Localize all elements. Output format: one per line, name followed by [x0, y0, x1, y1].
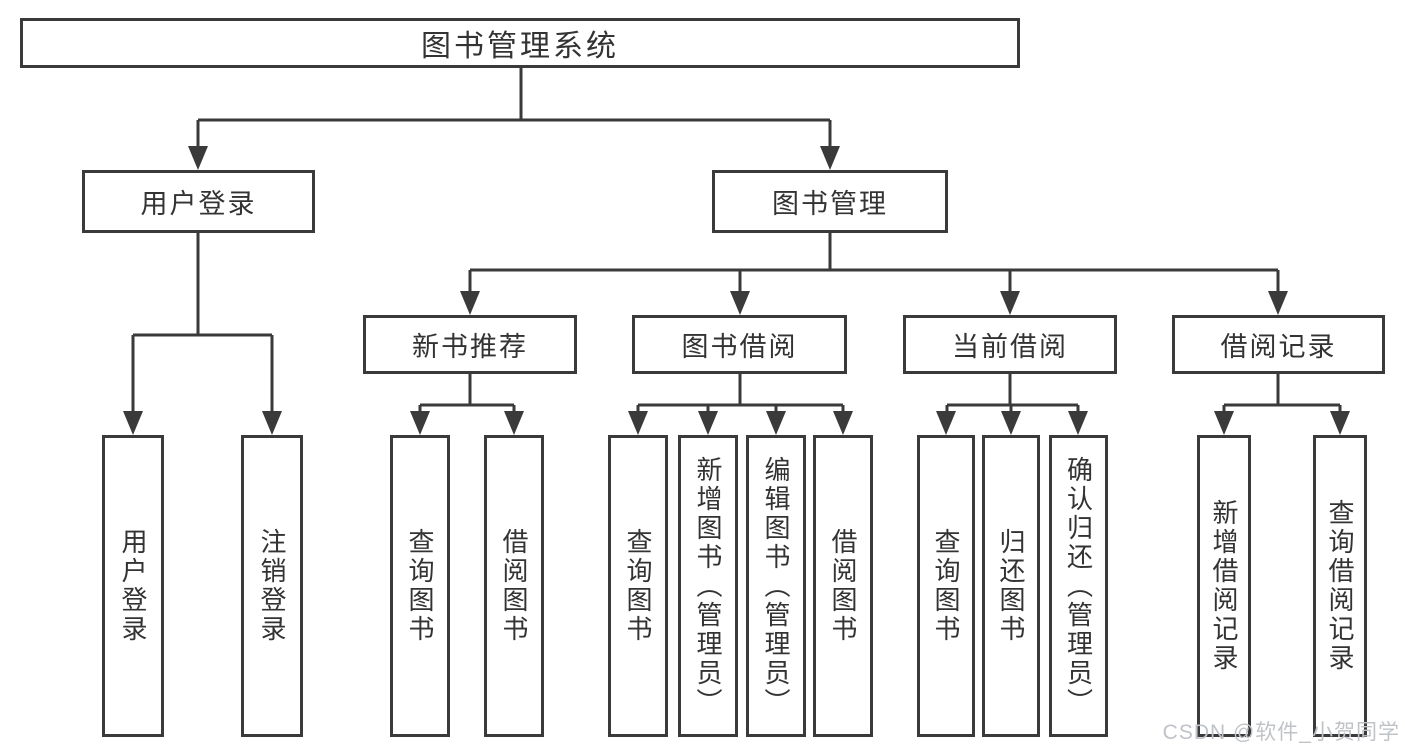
node-book-borrowing: 图书借阅 [632, 315, 847, 374]
arrow-down-icon [1214, 411, 1234, 435]
arrow-down-icon [1068, 411, 1088, 435]
arrow-down-icon [1268, 291, 1288, 315]
arrow-down-icon [833, 411, 853, 435]
leaf-return-books: 归还图书 [982, 435, 1040, 737]
node-new-book-recommendation: 新书推荐 [363, 315, 577, 374]
arrow-down-icon [1001, 411, 1021, 435]
node-book-management: 图书管理 [712, 170, 948, 233]
csdn-watermark: CSDN @软件_小贺同学 [1162, 721, 1400, 744]
arrow-down-icon [410, 411, 430, 435]
node-current-borrowing: 当前借阅 [903, 315, 1117, 374]
leaf-query-borrow-record: 查询借阅记录 [1313, 435, 1367, 737]
leaf-add-borrow-record: 新增借阅记录 [1197, 435, 1251, 737]
leaf-edit-books-admin: 编辑图书（管理员） [746, 435, 806, 737]
leaf-borrow-books: 借阅图书 [813, 435, 873, 737]
arrow-down-icon [820, 146, 840, 170]
node-book-management-system: 图书管理系统 [20, 18, 1020, 68]
arrow-down-icon [730, 291, 750, 315]
leaf-borrow-books-recommend: 借阅图书 [484, 435, 544, 737]
arrow-down-icon [1000, 291, 1020, 315]
arrow-down-icon [460, 291, 480, 315]
arrow-down-icon [262, 411, 282, 435]
arrow-down-icon [766, 411, 786, 435]
leaf-user-login: 用户登录 [102, 435, 164, 737]
leaf-query-books-recommend: 查询图书 [390, 435, 450, 737]
arrow-down-icon [123, 411, 143, 435]
arrow-down-icon [1330, 411, 1350, 435]
connector-path [131, 68, 1342, 413]
arrowheads [123, 146, 1350, 435]
arrow-down-icon [698, 411, 718, 435]
leaf-logout: 注销登录 [241, 435, 303, 737]
arrow-down-icon [504, 411, 524, 435]
leaf-query-books-current: 查询图书 [917, 435, 975, 737]
node-borrowing-records: 借阅记录 [1172, 315, 1385, 374]
arrow-down-icon [188, 146, 208, 170]
leaf-add-books-admin: 新增图书（管理员） [678, 435, 738, 737]
arrow-down-icon [628, 411, 648, 435]
leaf-query-books-borrowing: 查询图书 [608, 435, 668, 737]
arrow-down-icon [936, 411, 956, 435]
node-user-login: 用户登录 [82, 170, 315, 233]
leaf-confirm-return-admin: 确认归还（管理员） [1049, 435, 1108, 737]
